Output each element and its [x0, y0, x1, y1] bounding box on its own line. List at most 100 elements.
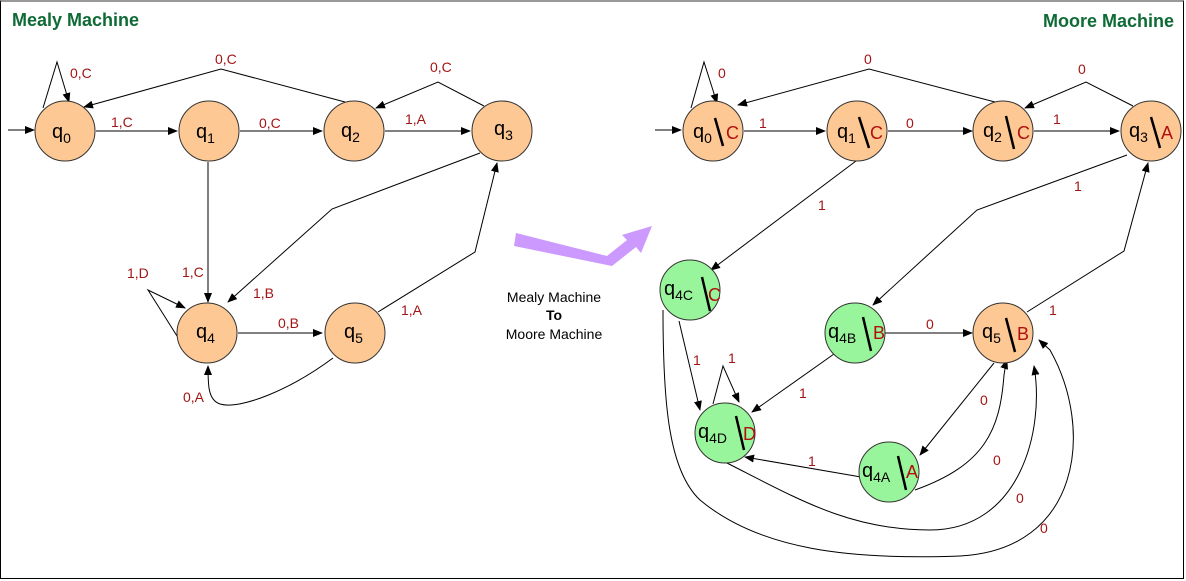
mealy-edge-q5-q4: [204, 357, 334, 406]
mealy-label: 1,C: [182, 264, 204, 280]
svg-text:q5: q5: [344, 321, 363, 346]
mealy-edges: [8, 60, 499, 406]
moore-edge-q4A-q4D: [744, 454, 862, 478]
svg-text:A: A: [906, 462, 918, 482]
svg-text:q1: q1: [196, 121, 215, 146]
moore-label: 1: [1074, 178, 1082, 194]
moore-label: 1: [693, 352, 701, 368]
mealy-state-q0[interactable]: q0: [34, 100, 96, 162]
mealy-title: Mealy Machine: [12, 10, 139, 30]
moore-label: 1: [808, 453, 816, 469]
svg-text:C: C: [870, 123, 883, 143]
svg-text:q0: q0: [52, 121, 71, 146]
moore-states: q0 C q1 C q2 C q3 A q4C C: [659, 100, 1182, 503]
svg-text:B: B: [1017, 324, 1029, 344]
svg-text:q3: q3: [494, 118, 513, 143]
moore-state-q4C[interactable]: q4C C: [659, 259, 721, 321]
moore-label: 1: [1053, 111, 1061, 127]
conversion-arrow-icon: [514, 226, 652, 266]
mealy-state-q4[interactable]: q4: [176, 302, 238, 364]
svg-text:q0: q0: [693, 121, 712, 146]
mealy-label: 0,C: [70, 65, 92, 81]
svg-text:q4B: q4B: [828, 321, 856, 346]
moore-edge-q4A-q5: [914, 359, 1008, 491]
svg-text:q2: q2: [983, 120, 1002, 145]
mealy-label: 1,A: [405, 111, 427, 127]
mealy-edge-labels: 0,C 1,C 0,C 0,C 1,A 0,C 1,C 1,B 1,D 0,B …: [70, 51, 452, 405]
mealy-edge-q4-q4: [146, 288, 186, 337]
mealy-label: 1,A: [401, 302, 423, 318]
moore-edge-q3-q4B: [872, 154, 1128, 306]
mealy-edge-q2-q0: [83, 68, 346, 109]
moore-title: Moore Machine: [1043, 11, 1174, 31]
svg-text:q2: q2: [341, 120, 360, 145]
svg-text:B: B: [873, 323, 885, 343]
mealy-label: 0,A: [183, 389, 205, 405]
mealy-label: 1,C: [111, 114, 133, 130]
mealy-edge-q3-q4: [227, 152, 481, 303]
moore-label: 0: [1078, 61, 1086, 77]
moore-label: 0: [864, 51, 872, 67]
mealy-edge-q5-q3: [377, 162, 499, 313]
mealy-label: 0,C: [430, 59, 452, 75]
mealy-label: 0,C: [259, 115, 281, 131]
moore-label: 1: [799, 385, 807, 401]
svg-text:q5: q5: [982, 321, 1001, 346]
moore-state-q1[interactable]: q1 C: [826, 100, 888, 162]
caption-line2: To: [546, 307, 562, 323]
moore-label: 1: [728, 350, 736, 366]
moore-state-q5[interactable]: q5 B: [972, 302, 1034, 364]
mealy-state-q5[interactable]: q5: [324, 302, 386, 364]
moore-edge-labels: 0 1 0 0 1 0 1 1 0 1 1 1 1 0 1 0 0 0: [693, 51, 1086, 536]
moore-state-q4D[interactable]: q4D D: [694, 402, 756, 464]
svg-text:C: C: [708, 285, 721, 305]
svg-text:q4C: q4C: [664, 278, 693, 303]
mealy-label: 1,D: [127, 265, 149, 281]
svg-text:A: A: [1161, 123, 1173, 143]
moore-state-q4B[interactable]: q4B B: [824, 302, 886, 364]
moore-label: 0: [993, 452, 1001, 468]
moore-state-q3[interactable]: q3 A: [1120, 100, 1182, 162]
svg-text:D: D: [743, 424, 756, 444]
mealy-edge-q3-q2: [375, 81, 485, 109]
moore-label: 1: [1049, 302, 1057, 318]
mealy-state-q1[interactable]: q1: [178, 100, 240, 162]
moore-edge-q5-q3: [1026, 162, 1150, 313]
mealy-edge-q0-q0: [42, 60, 71, 109]
moore-label: 0: [1040, 520, 1048, 536]
moore-label: 0: [906, 115, 914, 131]
moore-edge-q2-q0: [737, 68, 996, 107]
svg-text:q4D: q4D: [698, 421, 727, 446]
moore-label: 1: [759, 115, 767, 131]
svg-text:q3: q3: [1129, 120, 1148, 145]
moore-edges: [655, 60, 1150, 558]
mealy-state-q2[interactable]: q2: [323, 100, 385, 162]
moore-edge-q4C-q4D: [678, 320, 702, 411]
moore-edge-q4C-q5: [662, 309, 1074, 558]
mealy-label: 0,B: [278, 315, 299, 331]
mealy-state-q3[interactable]: q3: [471, 100, 533, 162]
svg-text:C: C: [726, 123, 739, 143]
moore-label: 1: [818, 197, 826, 213]
mealy-label: 1,B: [253, 285, 274, 301]
moore-state-q4A[interactable]: q4A A: [858, 441, 920, 503]
moore-label: 0: [926, 316, 934, 332]
svg-text:q4: q4: [196, 321, 215, 346]
svg-text:q4A: q4A: [862, 460, 891, 485]
moore-state-q2[interactable]: q2 C: [972, 100, 1034, 162]
svg-text:C: C: [1017, 123, 1030, 143]
moore-label: 0: [980, 392, 988, 408]
moore-edge-q0-q0: [690, 60, 719, 109]
mealy-label: 0,C: [215, 51, 237, 67]
caption-line1: Mealy Machine: [507, 289, 601, 305]
moore-state-q0[interactable]: q0 C: [682, 100, 744, 162]
mealy-states: q0 q1 q2 q3 q4 q5: [34, 100, 533, 364]
caption-line3: Moore Machine: [506, 326, 603, 342]
moore-edge-q1-q4C: [710, 160, 857, 271]
moore-edge-q4D-q5: [724, 365, 1040, 531]
moore-edge-q3-q2: [1024, 81, 1134, 109]
moore-edge-q5-q4A: [919, 362, 995, 456]
moore-edge-q4B-q4D: [751, 353, 835, 413]
